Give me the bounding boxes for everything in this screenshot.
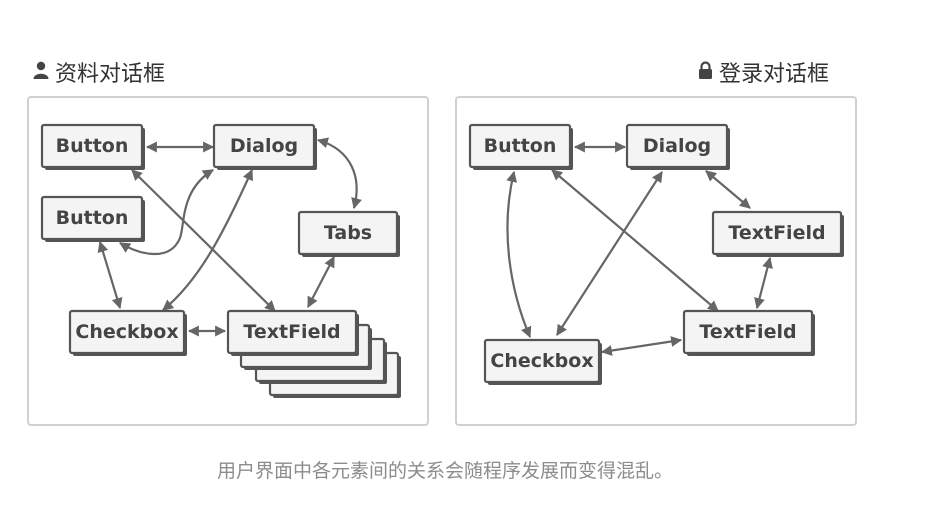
right-panel-title: 登录对话框 bbox=[698, 56, 829, 88]
node-label: Button bbox=[484, 135, 557, 157]
node-label: Checkbox bbox=[75, 321, 178, 343]
node-tabs: Tabs bbox=[297, 210, 400, 257]
left-panel-title: 资料对话框 bbox=[33, 56, 165, 88]
edge-r-textfield1-textfield2 bbox=[754, 256, 773, 310]
node-textfield-stack: TextField bbox=[226, 309, 401, 398]
node-label: Button bbox=[56, 207, 129, 229]
node-label: TextField bbox=[243, 321, 340, 343]
node-button-1: Button bbox=[40, 123, 145, 170]
left-edges bbox=[97, 137, 362, 337]
right-edges bbox=[506, 141, 773, 356]
edge-button1-textfield bbox=[131, 169, 276, 312]
user-icon bbox=[33, 60, 49, 85]
node-button-2: Button bbox=[40, 195, 145, 242]
node-label: Dialog bbox=[643, 135, 711, 157]
edge-r-dialog-checkbox bbox=[556, 171, 663, 336]
node-label: Tabs bbox=[324, 222, 372, 244]
left-panel-title-text: 资料对话框 bbox=[55, 62, 166, 87]
edge-r-button-textfield2 bbox=[551, 169, 719, 312]
lock-icon bbox=[698, 60, 713, 85]
edge-tabs-textfield bbox=[307, 256, 335, 308]
node-label: TextField bbox=[699, 321, 796, 343]
edge-button2-checkbox bbox=[97, 240, 123, 310]
caption: 用户界面中各元素间的关系会随程序发展而变得混乱。 bbox=[216, 460, 673, 482]
node-label: TextField bbox=[728, 222, 825, 244]
edge-r-button-checkbox bbox=[506, 170, 532, 339]
edge-r-checkbox-textfield2 bbox=[600, 336, 683, 356]
node-dialog: Dialog bbox=[212, 123, 317, 170]
edge-r-dialog-textfield1 bbox=[705, 170, 751, 209]
node-label: Button bbox=[56, 135, 129, 157]
edge-dialog-tabs bbox=[316, 137, 362, 210]
node-r-button: Button bbox=[468, 123, 573, 170]
edge-dialog-checkbox bbox=[162, 168, 254, 311]
node-r-checkbox: Checkbox bbox=[483, 338, 602, 385]
node-label: Dialog bbox=[230, 135, 298, 157]
node-label: Checkbox bbox=[490, 350, 593, 372]
node-r-textfield-1: TextField bbox=[711, 210, 844, 257]
node-r-dialog: Dialog bbox=[625, 123, 730, 170]
right-panel-title-text: 登录对话框 bbox=[719, 62, 830, 87]
node-checkbox: Checkbox bbox=[68, 309, 187, 356]
node-r-textfield-2: TextField bbox=[682, 309, 815, 356]
